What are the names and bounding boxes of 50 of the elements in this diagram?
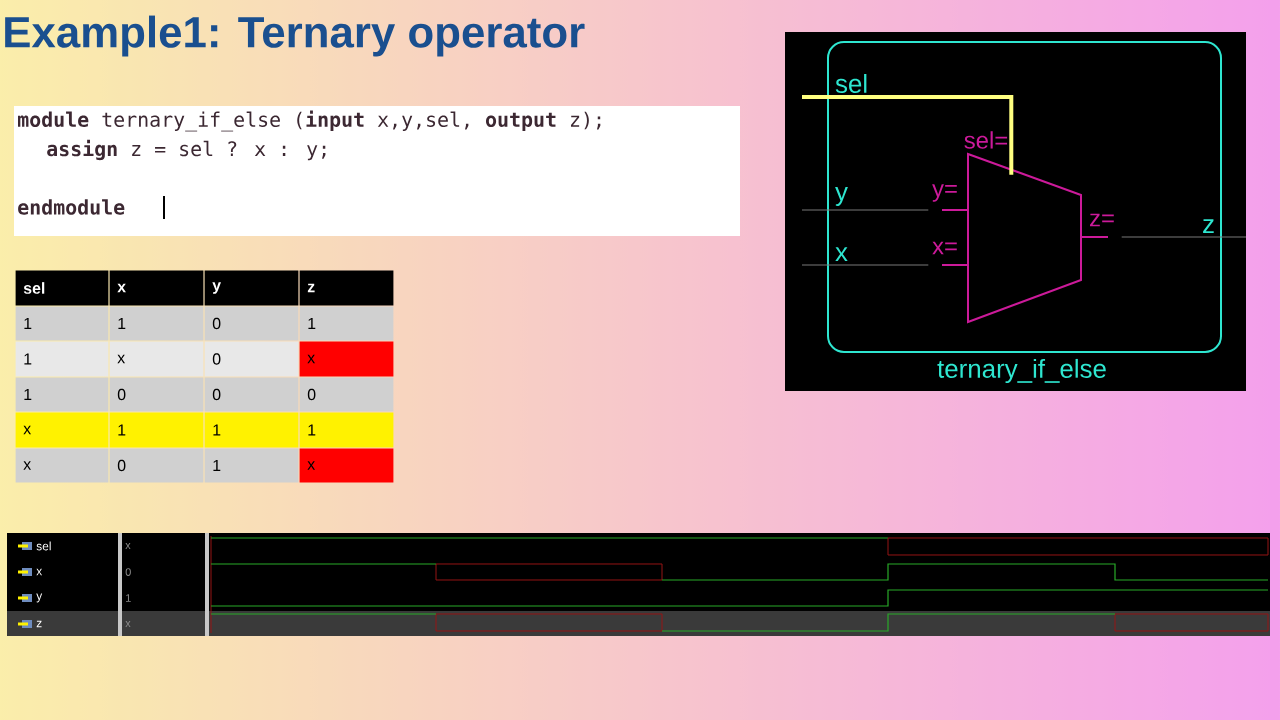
- table-cell: 0: [204, 341, 299, 377]
- label: module ternary_if_else (input x,y,sel, output z);: [18, 110, 601, 132]
- wire: [802, 95, 1014, 175]
- signal-name: y: [36, 593, 43, 603]
- wire: [801, 264, 929, 266]
- table-cell: 1: [15, 306, 109, 341]
- table-cell: 0: [204, 377, 299, 412]
- wire: [1121, 236, 1247, 238]
- port-label: sel: [835, 74, 867, 93]
- signal-value: x: [125, 621, 131, 627]
- table-cell: 1: [15, 377, 109, 412]
- node-label: x=: [932, 241, 957, 255]
- table-cell: 1: [299, 306, 394, 341]
- header-cell: y: [204, 270, 299, 306]
- header-cell: x: [109, 270, 204, 306]
- table-cell: x: [15, 448, 109, 483]
- signal-value: 0: [125, 568, 131, 576]
- table-cell: 0: [299, 377, 394, 412]
- node-label: y=: [932, 184, 957, 202]
- table-cell: 1: [204, 412, 299, 448]
- signal-name: z: [36, 620, 42, 628]
- table-cell: 1: [15, 341, 109, 377]
- table-cell: x: [15, 412, 109, 448]
- table-cell: 1: [299, 412, 394, 448]
- table-cell: 0: [204, 306, 299, 341]
- port-label: z: [1203, 219, 1214, 233]
- node-label: sel=: [964, 131, 1008, 149]
- table-cell: 0: [109, 377, 204, 412]
- signal-value: 1: [126, 594, 131, 602]
- code-panel: module ternary_if_else (input x,y,sel, output z); assign z = sel ? x : y; endmodule: [14, 106, 740, 236]
- node-label: ternary_if_else: [937, 358, 1106, 384]
- table-cell: x: [109, 341, 204, 377]
- signal-value: x: [125, 543, 131, 549]
- signal-name: x: [36, 568, 43, 576]
- table-cell: 1: [109, 306, 204, 341]
- label: endmodule: [18, 199, 125, 215]
- port-label: y: [835, 186, 848, 206]
- port-label: x: [835, 247, 848, 261]
- table-cell: 0: [109, 448, 204, 483]
- table-cell: 1: [204, 448, 299, 483]
- table-cell: x: [299, 341, 394, 377]
- table-cell: x: [299, 448, 394, 483]
- wire: [801, 209, 929, 211]
- header-cell: sel: [15, 270, 109, 306]
- signal-name: sel: [36, 541, 51, 551]
- header-cell: z: [299, 270, 394, 306]
- table-cell: 1: [109, 412, 204, 448]
- title: Example1: Ternary operator: [5, 15, 585, 57]
- label: assign z = sel ? x : y;: [47, 139, 326, 161]
- node-label: z=: [1090, 213, 1114, 227]
